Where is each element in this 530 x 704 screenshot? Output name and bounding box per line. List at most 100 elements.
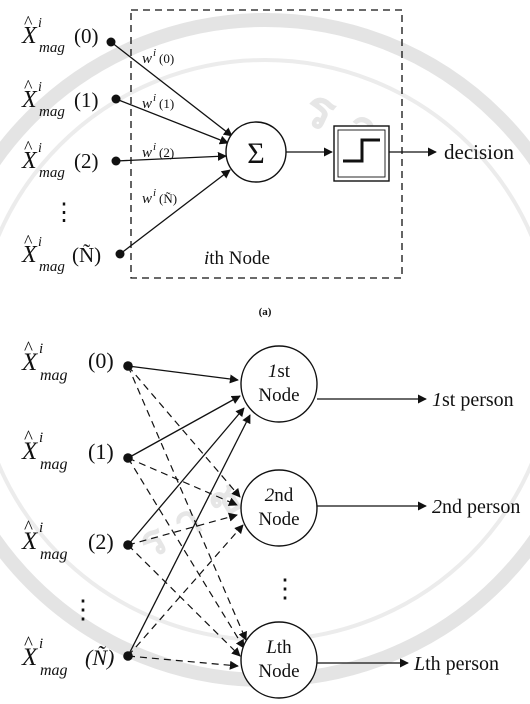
svg-text:i: i xyxy=(38,235,42,250)
step-activation-inner xyxy=(337,129,386,178)
node-2-word: Node xyxy=(258,509,299,530)
svg-text:(1): (1) xyxy=(159,96,174,111)
svg-text:X: X xyxy=(21,148,38,174)
svg-text:^: ^ xyxy=(24,633,33,654)
svg-text:i: i xyxy=(39,636,43,652)
svg-text:i: i xyxy=(153,92,156,104)
connection-n xyxy=(119,169,231,255)
node-2-ordinal: 2nd xyxy=(265,485,294,506)
conn-2-node2 xyxy=(127,512,238,546)
svg-text:i: i xyxy=(38,16,42,31)
conn-2-nodeL xyxy=(127,544,241,657)
conn-1-node1 xyxy=(127,395,241,459)
input-ellipsis: ⋮ xyxy=(52,200,76,226)
node-1 xyxy=(240,345,318,423)
diagram-a: X ^ i mag (0) X ^ i mag (1) X ^ i mag (2… xyxy=(21,9,514,318)
decision-label: decision xyxy=(444,140,514,164)
node-l-ordinal: Lth xyxy=(265,637,292,658)
svg-text:(Ñ): (Ñ) xyxy=(85,645,114,670)
step-function-icon xyxy=(343,138,380,163)
svg-text:(Ñ): (Ñ) xyxy=(72,243,101,267)
svg-text:(2): (2) xyxy=(74,149,99,173)
svg-text:i: i xyxy=(153,141,156,153)
node-1-ordinal: 1st xyxy=(268,361,291,382)
input-symbol: X xyxy=(21,23,38,49)
svg-text:mag: mag xyxy=(39,165,65,181)
conn-0-nodeL xyxy=(127,365,247,641)
svg-text:mag: mag xyxy=(39,104,65,120)
conn-n-nodeL xyxy=(127,655,239,670)
input-label-0: X ^ i mag (0) xyxy=(21,12,99,56)
svg-text:i: i xyxy=(38,141,42,156)
svg-text:X: X xyxy=(21,349,39,376)
svg-text:i: i xyxy=(153,187,156,199)
node-l-word: Node xyxy=(258,661,299,682)
node-2 xyxy=(240,469,318,547)
conn-1-node2 xyxy=(127,457,238,506)
svg-text:(0): (0) xyxy=(88,348,114,373)
connection-2 xyxy=(115,151,227,162)
weight-label-1: w i (1) xyxy=(142,92,174,112)
svg-text:X: X xyxy=(21,87,38,113)
svg-text:mag: mag xyxy=(40,662,68,679)
svg-text:^: ^ xyxy=(24,517,33,538)
svg-text:i: i xyxy=(39,341,43,357)
b-input-label-n: X ^ i mag (Ñ) xyxy=(21,633,114,679)
svg-text:^: ^ xyxy=(24,137,33,157)
svg-text:^: ^ xyxy=(24,338,33,359)
node-ellipsis: ⋮ xyxy=(272,574,298,603)
conn-2-node1 xyxy=(127,407,245,546)
conn-0-node2 xyxy=(127,365,241,498)
svg-text:ร า ช: ร า ช xyxy=(130,471,250,570)
diagram-b: X ^ i mag (0) X ^ i mag (1) X ^ mag i ma… xyxy=(21,338,520,699)
svg-text:mag: mag xyxy=(40,546,68,563)
svg-text:(1): (1) xyxy=(88,439,114,464)
connection-0 xyxy=(110,41,233,137)
conn-n-node1 xyxy=(127,414,251,657)
b-input-label-0: X ^ i mag (0) xyxy=(21,338,114,384)
svg-text:X: X xyxy=(21,644,39,671)
svg-text:i: i xyxy=(38,80,42,95)
svg-text:mag: mag xyxy=(39,40,65,56)
svg-text:i: i xyxy=(39,520,43,536)
ith-node-label: ith Node xyxy=(204,248,270,269)
svg-text:i: i xyxy=(153,47,156,59)
svg-text:(0): (0) xyxy=(159,51,174,66)
svg-text:X: X xyxy=(21,438,39,465)
svg-text:w: w xyxy=(142,145,152,161)
svg-text:mag: mag xyxy=(40,367,68,384)
node-l-output-label: Lth person xyxy=(413,653,499,675)
svg-text:X: X xyxy=(21,242,38,268)
node-1-output-label: 1st person xyxy=(432,389,514,411)
input-label-n: X ^ i mag (Ñ) xyxy=(21,231,101,275)
svg-text:mag: mag xyxy=(39,259,65,275)
connection-1 xyxy=(115,98,229,145)
svg-text:(2): (2) xyxy=(159,145,174,160)
svg-text:(1): (1) xyxy=(74,88,99,112)
svg-text:^: ^ xyxy=(24,231,33,251)
b-input-ellipsis: ⋮ xyxy=(70,595,96,624)
svg-text:^: ^ xyxy=(24,427,33,448)
svg-text:mag: mag xyxy=(40,456,68,473)
conn-0-node1 xyxy=(127,365,239,384)
node-l xyxy=(240,621,318,699)
conn-1-nodeL xyxy=(127,457,245,649)
weight-label-2: w i (2) xyxy=(142,141,174,161)
input-label-2: X ^ i mag (2) xyxy=(21,137,99,181)
weight-label-0: w i (0) xyxy=(142,47,174,67)
weight-label-n: w i (Ñ) xyxy=(142,187,177,207)
node-1-word: Node xyxy=(258,385,299,406)
b-input-label-1: X ^ i mag (1) xyxy=(21,427,114,473)
svg-text:i: i xyxy=(39,430,43,446)
svg-text:w: w xyxy=(142,51,152,67)
svg-text:w: w xyxy=(142,191,152,207)
sigma-symbol: Σ xyxy=(247,137,264,170)
hat-mark: ^ xyxy=(24,12,33,32)
svg-text:^: ^ xyxy=(24,76,33,96)
svg-text:w: w xyxy=(142,96,152,112)
conn-n-node2 xyxy=(127,524,244,657)
b-input-label-2: X ^ mag i mag (2) xyxy=(21,517,114,563)
input-label-1: X ^ i mag (1) xyxy=(21,76,99,120)
svg-text:(2): (2) xyxy=(88,529,114,554)
svg-text:X: X xyxy=(21,528,39,555)
